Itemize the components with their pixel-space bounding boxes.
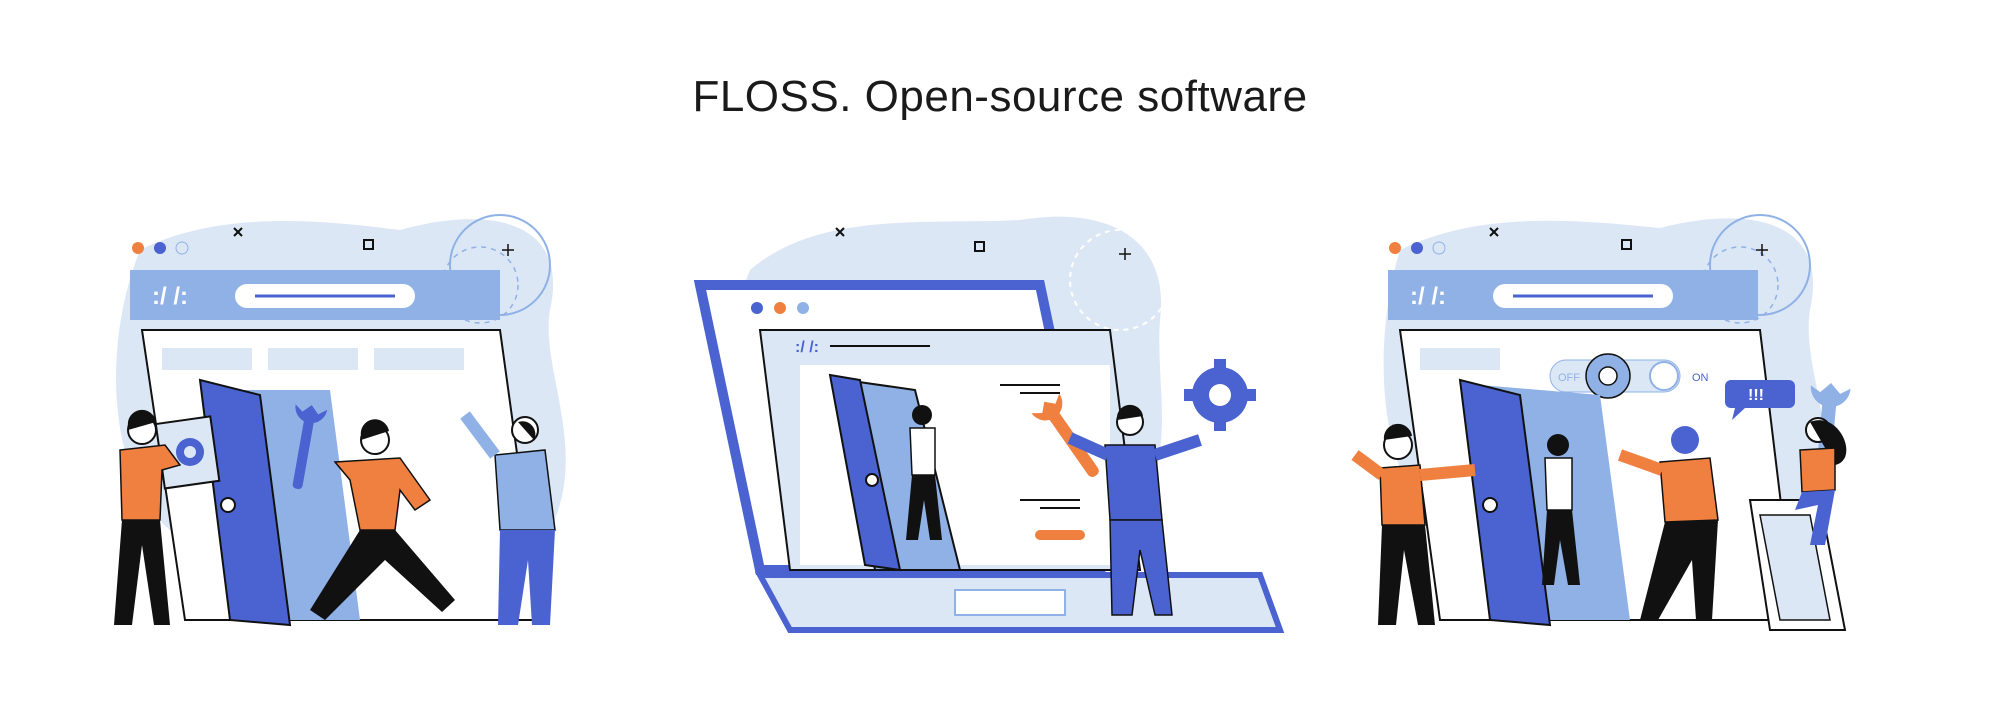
sparkle-icon <box>1756 244 1768 256</box>
close-icon <box>1489 227 1499 237</box>
toggle-off-label: OFF <box>1558 372 1580 384</box>
person-standing-blue <box>460 411 556 625</box>
window-dot-light <box>175 241 189 255</box>
window-dot-light <box>797 302 809 314</box>
scene-3-illustration: :/ /: OFF ON !!! <box>1351 214 1851 631</box>
code-label: :/ /: <box>795 339 819 356</box>
gear-icon <box>1585 353 1631 399</box>
open-door <box>828 373 902 572</box>
alert-bubble: !!! <box>1725 380 1795 420</box>
wrench-icon <box>292 404 328 490</box>
toggle-knob <box>1649 361 1679 391</box>
person-running-with-wrench <box>310 419 455 620</box>
gear-icon <box>1184 359 1256 431</box>
toggle-on-label: ON <box>1692 372 1709 384</box>
window-dot-blue <box>1411 242 1423 254</box>
sparkle-icon <box>1119 248 1131 260</box>
scene-laptop-developer: :/ /: <box>693 200 1285 660</box>
close-icon <box>835 227 845 237</box>
window-dot-orange <box>132 242 144 254</box>
close-icon <box>233 227 243 237</box>
scene-1-illustration: :/ /: <box>114 214 566 627</box>
window-dot-orange <box>1389 242 1401 254</box>
code-label: :/ /: <box>152 283 188 310</box>
person-walking-through-door <box>1542 434 1580 585</box>
code-label: :/ /: <box>1410 283 1446 310</box>
sparkle-icon <box>502 244 514 256</box>
window-dot-orange <box>774 302 786 314</box>
scene-community-repair: :/ /: <box>70 200 630 660</box>
square-icon <box>363 239 374 250</box>
decorative-ring <box>1709 214 1811 316</box>
square-icon <box>974 241 985 252</box>
alert-label: !!! <box>1748 387 1764 404</box>
window-dot-light <box>1432 241 1446 255</box>
touchpad <box>954 589 1066 616</box>
person-sitting <box>1795 417 1847 545</box>
gear-icon <box>176 438 204 466</box>
decorative-ring <box>1069 229 1171 331</box>
scene-settings-toggle: :/ /: OFF ON !!! <box>1340 200 1900 660</box>
person-walking-through-door <box>906 405 942 540</box>
person-holding-frame <box>114 409 182 625</box>
window-dot-blue <box>751 302 763 314</box>
person-checking-panel <box>1617 426 1719 620</box>
window-dot-blue <box>154 242 166 254</box>
square-icon <box>1621 239 1632 250</box>
scene-2-illustration: :/ /: <box>693 216 1285 633</box>
page-title: FLOSS. Open-source software <box>692 72 1308 121</box>
open-door <box>198 378 292 627</box>
person-in-suit <box>1067 404 1202 616</box>
person-pointing <box>1351 423 1476 625</box>
open-door <box>1458 378 1552 627</box>
